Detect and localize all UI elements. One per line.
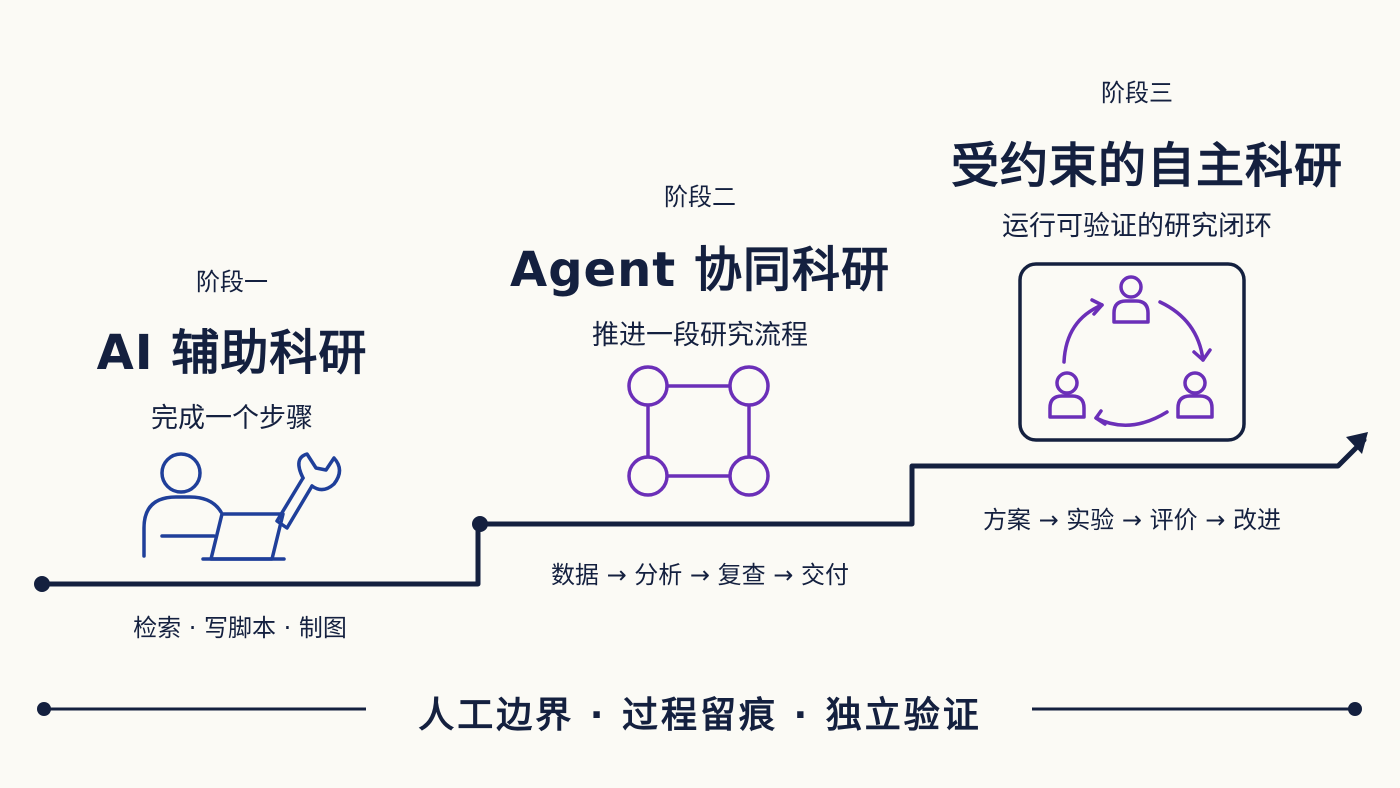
stage-one-steps: 检索 · 写脚本 · 制图 — [133, 614, 347, 642]
stage-two-start-dot — [472, 516, 488, 532]
stage-two-steps: 数据 → 分析 → 复查 → 交付 — [550, 561, 850, 589]
workflow-nodes-icon — [627, 365, 770, 497]
footer-divider-lines — [37, 702, 1362, 716]
stage-one-start-dot — [34, 576, 50, 592]
stage-three-title: 受约束的自主科研 — [950, 138, 1343, 194]
person-laptop-wrench-icon — [142, 452, 342, 561]
footer-principles: 人工边界 · 过程留痕 · 独立验证 — [418, 695, 982, 736]
team-cycle-icon — [1018, 262, 1246, 442]
stage-three-steps: 方案 → 实验 → 评价 → 改进 — [982, 506, 1282, 534]
stage-three-label: 阶段三 — [1101, 79, 1173, 107]
stage-two-subtitle: 推进一段研究流程 — [592, 320, 808, 351]
stage-one-label: 阶段一 — [196, 268, 268, 296]
stage-two-title: Agent 协同科研 — [510, 242, 890, 298]
stage-two-label: 阶段二 — [664, 183, 736, 211]
stage-one-subtitle: 完成一个步骤 — [151, 403, 313, 434]
stage-three-subtitle: 运行可验证的研究闭环 — [1002, 211, 1272, 242]
stage-one-title: AI 辅助科研 — [96, 325, 368, 381]
